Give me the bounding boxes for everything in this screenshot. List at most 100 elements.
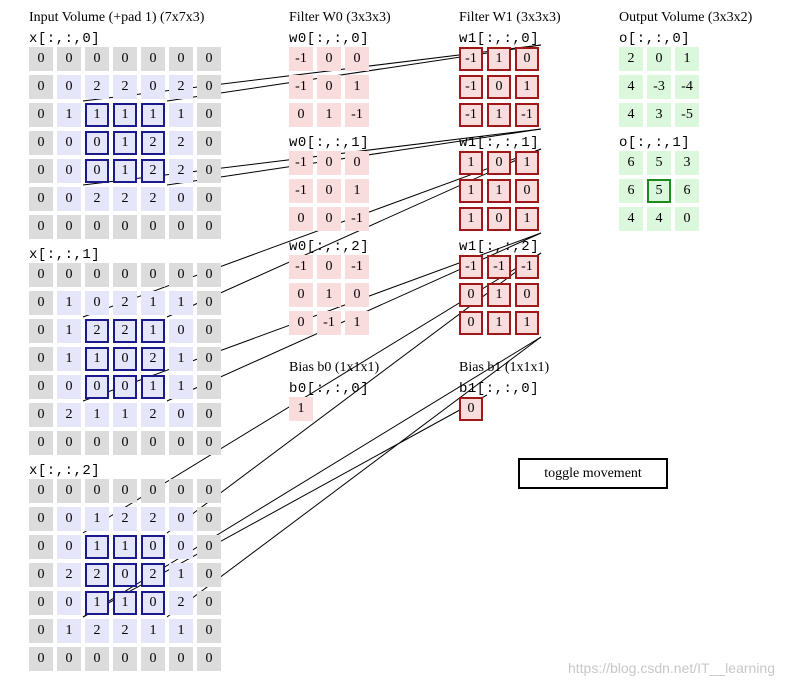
input-cell: 0 — [197, 215, 221, 239]
input-cell: 0 — [197, 479, 221, 503]
input-cell: 1 — [57, 291, 81, 315]
w1-slice-label-2: w1[:,:,2] — [459, 239, 540, 255]
input-cell: 0 — [169, 535, 193, 559]
w0-cell: 1 — [317, 283, 341, 307]
w0-cell: 0 — [289, 207, 313, 231]
input-cell: 2 — [141, 563, 165, 587]
bias-b1-title: Bias b1 (1x1x1) — [459, 360, 550, 375]
w1-cell: 0 — [487, 75, 511, 99]
input-cell: 1 — [57, 619, 81, 643]
input-cell: 0 — [57, 431, 81, 455]
input-cell: 0 — [141, 263, 165, 287]
input-cell: 0 — [29, 431, 53, 455]
input-cell: 2 — [113, 619, 137, 643]
input-cell: 0 — [57, 187, 81, 211]
w1-cell: 0 — [487, 151, 511, 175]
input-cell: 1 — [169, 347, 193, 371]
input-cell: 0 — [169, 403, 193, 427]
input-cell: 0 — [169, 479, 193, 503]
input-cell: 2 — [113, 75, 137, 99]
input-cell: 0 — [197, 159, 221, 183]
input-cell: 2 — [141, 403, 165, 427]
w0-cell: 0 — [345, 151, 369, 175]
input-cell: 1 — [113, 535, 137, 559]
input-cell: 1 — [141, 319, 165, 343]
input-cell: 0 — [197, 131, 221, 155]
input-cell: 0 — [141, 47, 165, 71]
input-cell: 1 — [57, 103, 81, 127]
input-cell: 1 — [85, 403, 109, 427]
input-cell: 0 — [85, 47, 109, 71]
input-cell: 0 — [113, 647, 137, 671]
input-cell: 0 — [197, 619, 221, 643]
w0-cell: 0 — [317, 47, 341, 71]
input-cell: 1 — [113, 591, 137, 615]
input-cell: 0 — [85, 159, 109, 183]
input-cell: 0 — [169, 431, 193, 455]
toggle-movement-button[interactable]: toggle movement — [518, 458, 668, 489]
w1-cell: 0 — [515, 283, 539, 307]
w1-cell: -1 — [515, 103, 539, 127]
w1-cell: 1 — [459, 151, 483, 175]
input-cell: 2 — [141, 187, 165, 211]
input-cell: 0 — [29, 159, 53, 183]
input-cell: 0 — [29, 347, 53, 371]
input-cell: 0 — [29, 291, 53, 315]
input-cell: 0 — [57, 479, 81, 503]
input-cell: 0 — [57, 535, 81, 559]
output-cell: 3 — [647, 103, 671, 127]
w1-cell: 1 — [459, 207, 483, 231]
input-cell: 2 — [85, 619, 109, 643]
input-cell: 0 — [197, 291, 221, 315]
input-cell: 0 — [113, 479, 137, 503]
w0-cell: -1 — [289, 75, 313, 99]
input-cell: 0 — [29, 479, 53, 503]
bias-b0-cell: 1 — [289, 397, 313, 421]
output-cell: 5 — [647, 151, 671, 175]
input-cell: 1 — [169, 619, 193, 643]
w0-cell: 0 — [289, 103, 313, 127]
w1-cell: 1 — [487, 47, 511, 71]
w1-cell: 1 — [487, 179, 511, 203]
w1-cell: 1 — [487, 311, 511, 335]
output-cell: 3 — [675, 151, 699, 175]
input-cell: 2 — [169, 131, 193, 155]
w0-cell: 0 — [345, 47, 369, 71]
output-cell: 4 — [619, 103, 643, 127]
output-cell: 4 — [647, 207, 671, 231]
w1-cell: 0 — [459, 283, 483, 307]
input-cell: 2 — [141, 347, 165, 371]
input-cell: 0 — [57, 263, 81, 287]
w1-slice-label-1: w1[:,:,1] — [459, 135, 540, 151]
w1-cell: 1 — [515, 151, 539, 175]
input-cell: 2 — [85, 75, 109, 99]
input-cell: 0 — [57, 47, 81, 71]
input-cell: 2 — [85, 187, 109, 211]
input-cell: 0 — [197, 347, 221, 371]
input-cell: 0 — [141, 431, 165, 455]
input-cell: 1 — [85, 103, 109, 127]
input-cell: 0 — [29, 619, 53, 643]
input-cell: 0 — [197, 647, 221, 671]
input-cell: 1 — [169, 375, 193, 399]
input-cell: 0 — [29, 187, 53, 211]
w0-cell: -1 — [289, 255, 313, 279]
input-cell: 1 — [113, 403, 137, 427]
w1-cell: 1 — [459, 179, 483, 203]
input-cell: 1 — [85, 591, 109, 615]
input-cell: 0 — [169, 187, 193, 211]
input-cell: 0 — [85, 263, 109, 287]
w1-cell: 1 — [515, 207, 539, 231]
input-cell: 0 — [141, 75, 165, 99]
input-cell: 0 — [113, 347, 137, 371]
input-cell: 0 — [113, 563, 137, 587]
input-cell: 0 — [197, 319, 221, 343]
output-cell: 5 — [647, 179, 671, 203]
output-cell: 6 — [619, 151, 643, 175]
w0-cell: -1 — [345, 207, 369, 231]
input-cell: 0 — [29, 563, 53, 587]
input-cell: 1 — [85, 347, 109, 371]
input-cell: 0 — [85, 647, 109, 671]
input-cell: 0 — [169, 507, 193, 531]
w0-slice-label-1: w0[:,:,1] — [289, 135, 370, 151]
